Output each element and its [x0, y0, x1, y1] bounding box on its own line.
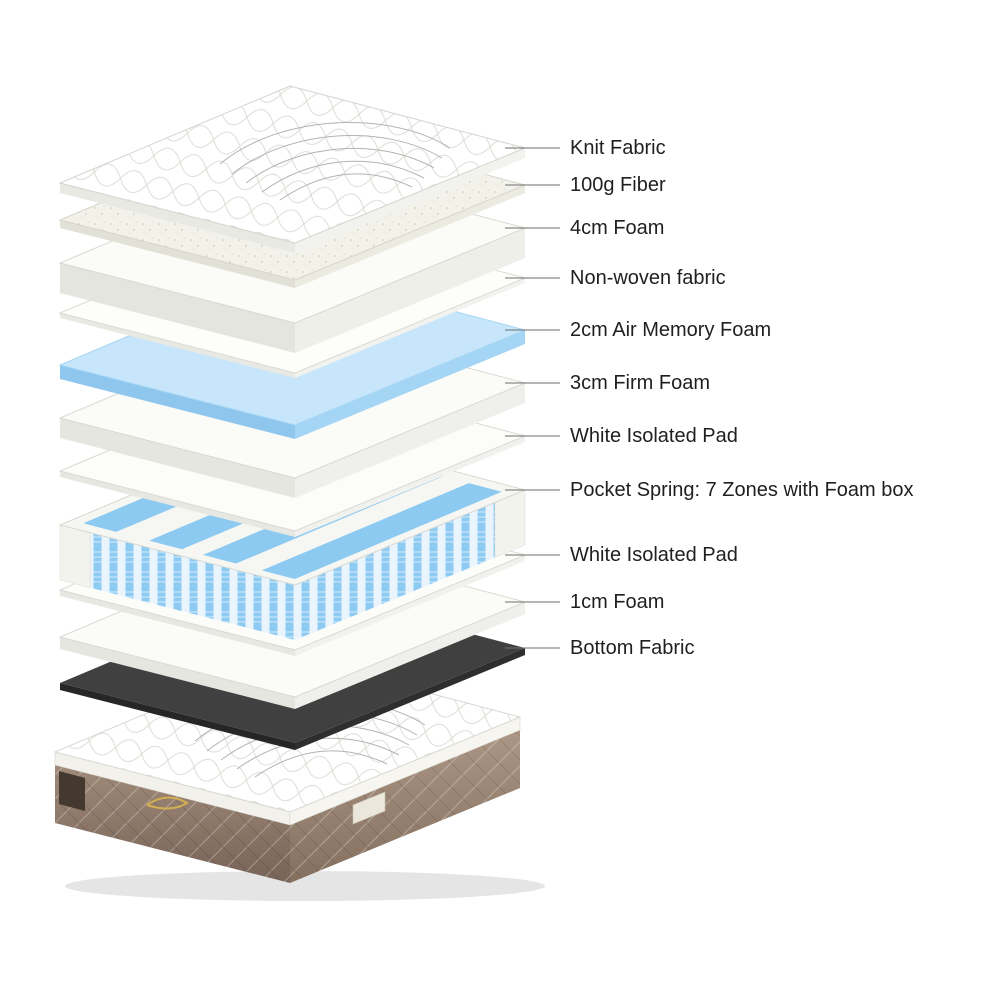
mattress-side-tag: [59, 771, 85, 811]
foam-box-end-left: [59, 524, 91, 589]
label-4cm-foam: 4cm Foam: [570, 217, 665, 239]
mattress-shadow: [65, 871, 545, 901]
mattress-side-left-quilting: [55, 765, 290, 883]
label-white-isolated-pad-lower: White Isolated Pad: [570, 544, 738, 566]
label-non-woven-fabric: Non-woven fabric: [570, 267, 726, 289]
label-bottom-fabric: Bottom Fabric: [570, 637, 695, 659]
label-3cm-firm-foam: 3cm Firm Foam: [570, 372, 710, 394]
leader-lines: [505, 147, 560, 649]
label-knit-fabric: Knit Fabric: [570, 137, 666, 159]
layer-knit-fabric: [58, 85, 527, 253]
mattress-gold-logo: [146, 796, 189, 810]
label-100g-fiber: 100g Fiber: [570, 174, 666, 196]
label-white-isolated-pad-upper: White Isolated Pad: [570, 425, 738, 447]
label-2cm-air-memory-foam: 2cm Air Memory Foam: [570, 319, 772, 341]
label-pocket-spring: Pocket Spring: 7 Zones with Foam box: [570, 479, 914, 501]
label-1cm-foam: 1cm Foam: [570, 591, 665, 613]
mattress-front-label: [352, 791, 386, 825]
mattress-side-right-quilting: [290, 730, 520, 883]
